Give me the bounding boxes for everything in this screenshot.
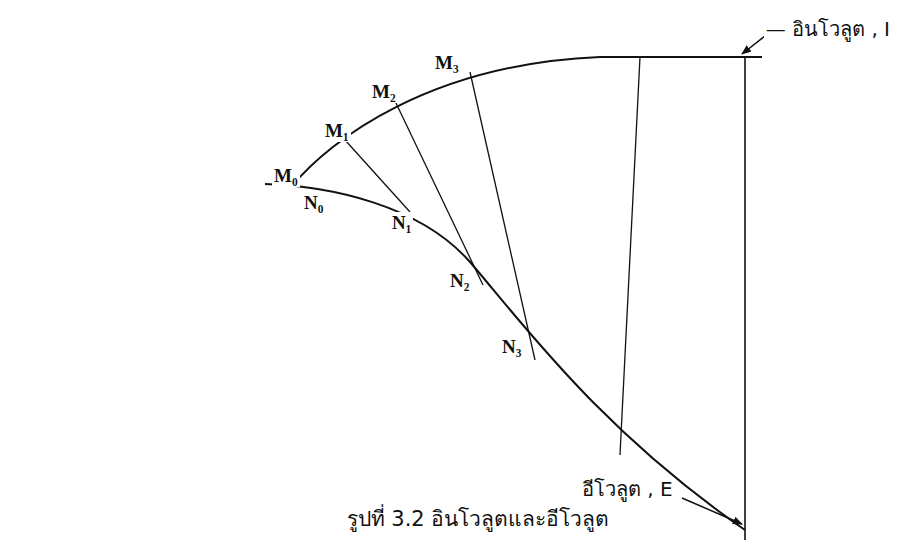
point-label: N₃	[500, 336, 523, 358]
point-label: M₀	[272, 165, 300, 187]
evolute-curve	[265, 184, 745, 530]
leader-lines	[682, 30, 800, 524]
point-label: N₂	[448, 270, 471, 292]
point-label: M₃	[433, 52, 461, 74]
point-label: N₁	[390, 212, 413, 234]
curves	[265, 57, 762, 540]
tangent-line	[744, 57, 746, 540]
tangent-lines	[292, 57, 640, 455]
involute-curve	[292, 57, 762, 186]
figure-caption: รูปที่ 3.2 อินโวลูตและอีโวลูต	[345, 507, 612, 531]
point-label: M₁	[323, 120, 351, 142]
part-label: อีโวลูต , E	[580, 478, 675, 501]
part-label: — อินโวลูต , I	[764, 18, 892, 41]
point-label: M₂	[370, 81, 398, 103]
point-label: N₀	[302, 192, 325, 214]
